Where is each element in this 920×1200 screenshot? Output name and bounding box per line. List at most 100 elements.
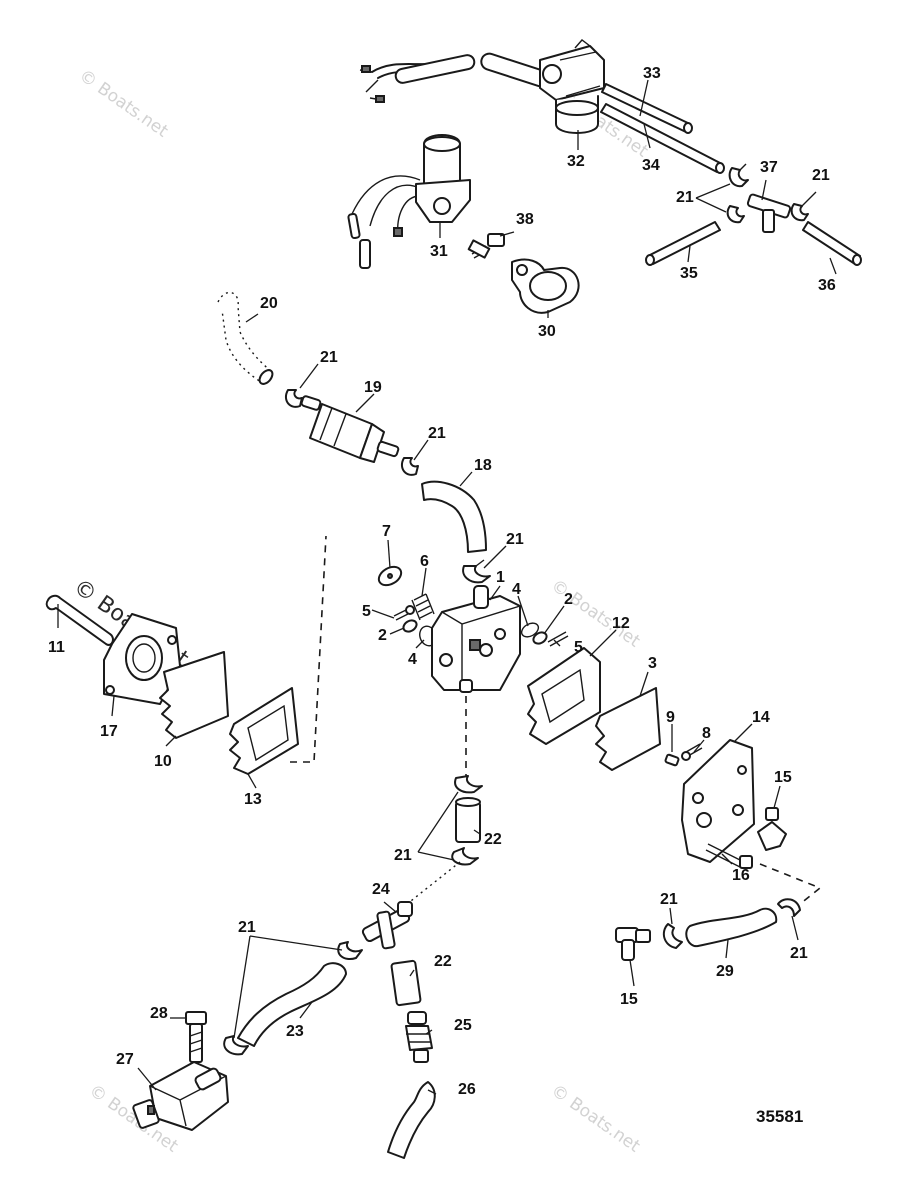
tee-fitting-24 [361,901,413,950]
callout-25: 25 [454,1017,472,1034]
callout-21-filter-outlet: 21 [428,425,446,442]
primer-solenoid-31 [347,134,471,269]
callout-34: 34 [642,157,660,174]
callout-15-lower: 15 [620,991,638,1008]
screw-9 [664,753,680,767]
callout-31: 31 [430,243,448,260]
callout-21-top-left: 21 [676,189,694,206]
callout-18: 18 [474,457,492,474]
fuel-hose-26 [387,1081,436,1159]
callout-20: 20 [260,295,278,312]
callout-29: 29 [716,963,734,980]
fuel-fitting-15-upper [757,807,787,851]
screw-16 [705,843,753,869]
callout-15-upper: 15 [774,769,792,786]
callout-21-top-right: 21 [812,167,830,184]
screw-38 [467,233,505,259]
callout-35: 35 [680,265,698,282]
callout-2-right: 2 [564,591,573,608]
hose-clamp-21-pump-top [462,559,491,584]
callout-13: 13 [244,791,262,808]
callout-2-left: 2 [378,627,387,644]
callout-8: 8 [702,725,711,742]
diaphragm-gasket-10 [159,651,229,739]
fuel-fitting-15-lower [615,927,651,961]
hose-clamp-21-tee [337,941,363,960]
callout-3: 3 [648,655,657,672]
callout-5-left: 5 [362,603,371,620]
cover-alignment-line-right [759,863,822,905]
fuel-hose-22-upper [455,797,481,843]
callout-30: 30 [538,323,556,340]
callout-21-bottom-left: 21 [238,919,256,936]
fuel-filter-19 [300,395,400,463]
callout-22-upper: 22 [484,831,502,848]
fuel-hose-29 [685,907,778,948]
fuel-hose-35 [645,221,721,266]
washer-2-left [402,619,418,633]
fuel-connector-27 [132,1061,229,1131]
watermark-bottom-right: © Boats.net [547,1081,644,1157]
callout-36: 36 [818,277,836,294]
callout-1: 1 [496,569,505,586]
watermark-middle: © Boats.net [547,576,644,652]
callout-24: 24 [372,881,390,898]
hose-clamp-21-pump-outlet [454,775,483,794]
callout-22-lower: 22 [434,953,452,970]
hose-clamp-21-hose-22-lower [451,847,479,866]
fuel-hose-18 [421,480,487,553]
bolt-28 [185,1011,207,1063]
fuel-hose-20 [217,291,274,385]
callout-14: 14 [752,709,770,726]
figure-number: 35581 [756,1107,803,1126]
hose-clamp-21-top-b [726,205,745,224]
spring-6 [411,593,435,621]
leader-lines [57,79,837,1095]
callout-9: 9 [666,709,675,726]
callout-6: 6 [420,553,429,570]
callout-16: 16 [732,867,750,884]
check-valve-diaphragm-3 [595,687,661,771]
fuel-line-33 [601,83,693,134]
callout-19: 19 [364,379,382,396]
callout-38: 38 [516,211,534,228]
screw-5-left [393,605,415,621]
callout-28: 28 [150,1005,168,1022]
callout-32: 32 [567,153,585,170]
callout-5-right: 5 [574,639,583,656]
callout-21-filter-inlet: 21 [320,349,338,366]
callout-23: 23 [286,1023,304,1040]
callout-11: 11 [48,639,65,656]
callout-27: 27 [116,1051,134,1068]
hose-clamp-21-filter-outlet [400,457,419,476]
callout-labels: 33 34 32 21 37 21 35 36 38 30 31 20 21 1… [48,65,836,1098]
callout-21-pump-outlet: 21 [394,847,412,864]
callout-4-left: 4 [408,651,417,668]
callout-21-hose-29-right: 21 [790,945,808,962]
mounting-bracket-30 [511,258,580,314]
fuel-hose-36 [802,221,862,266]
fuel-hose-23 [237,962,347,1047]
hose-clamp-21-top-c [790,203,809,222]
callout-17: 17 [100,723,118,740]
gasket-12 [527,647,601,745]
tee-fitting-37 [746,193,792,233]
hose-clamp-21-hose-29-left [662,923,683,949]
hose-clamp-21-hose-23 [223,1035,249,1056]
watermark-top-left: © Boats.net [75,66,172,142]
diaphragm-7 [377,565,403,587]
primer-solenoid-32 [359,39,605,134]
callout-26: 26 [458,1081,476,1098]
gasket-13 [229,687,299,775]
hose-clamp-21-hose-29-right [777,898,801,917]
pump-cover-14 [681,739,755,863]
gasket-alignment-line-left [290,535,327,763]
hose-route-line [401,861,461,909]
fuel-line-34 [600,103,725,174]
washer-2-right [532,631,548,645]
screw-8 [681,743,703,761]
fuel-pump-body-1 [431,585,521,693]
callout-4-right: 4 [512,581,521,598]
